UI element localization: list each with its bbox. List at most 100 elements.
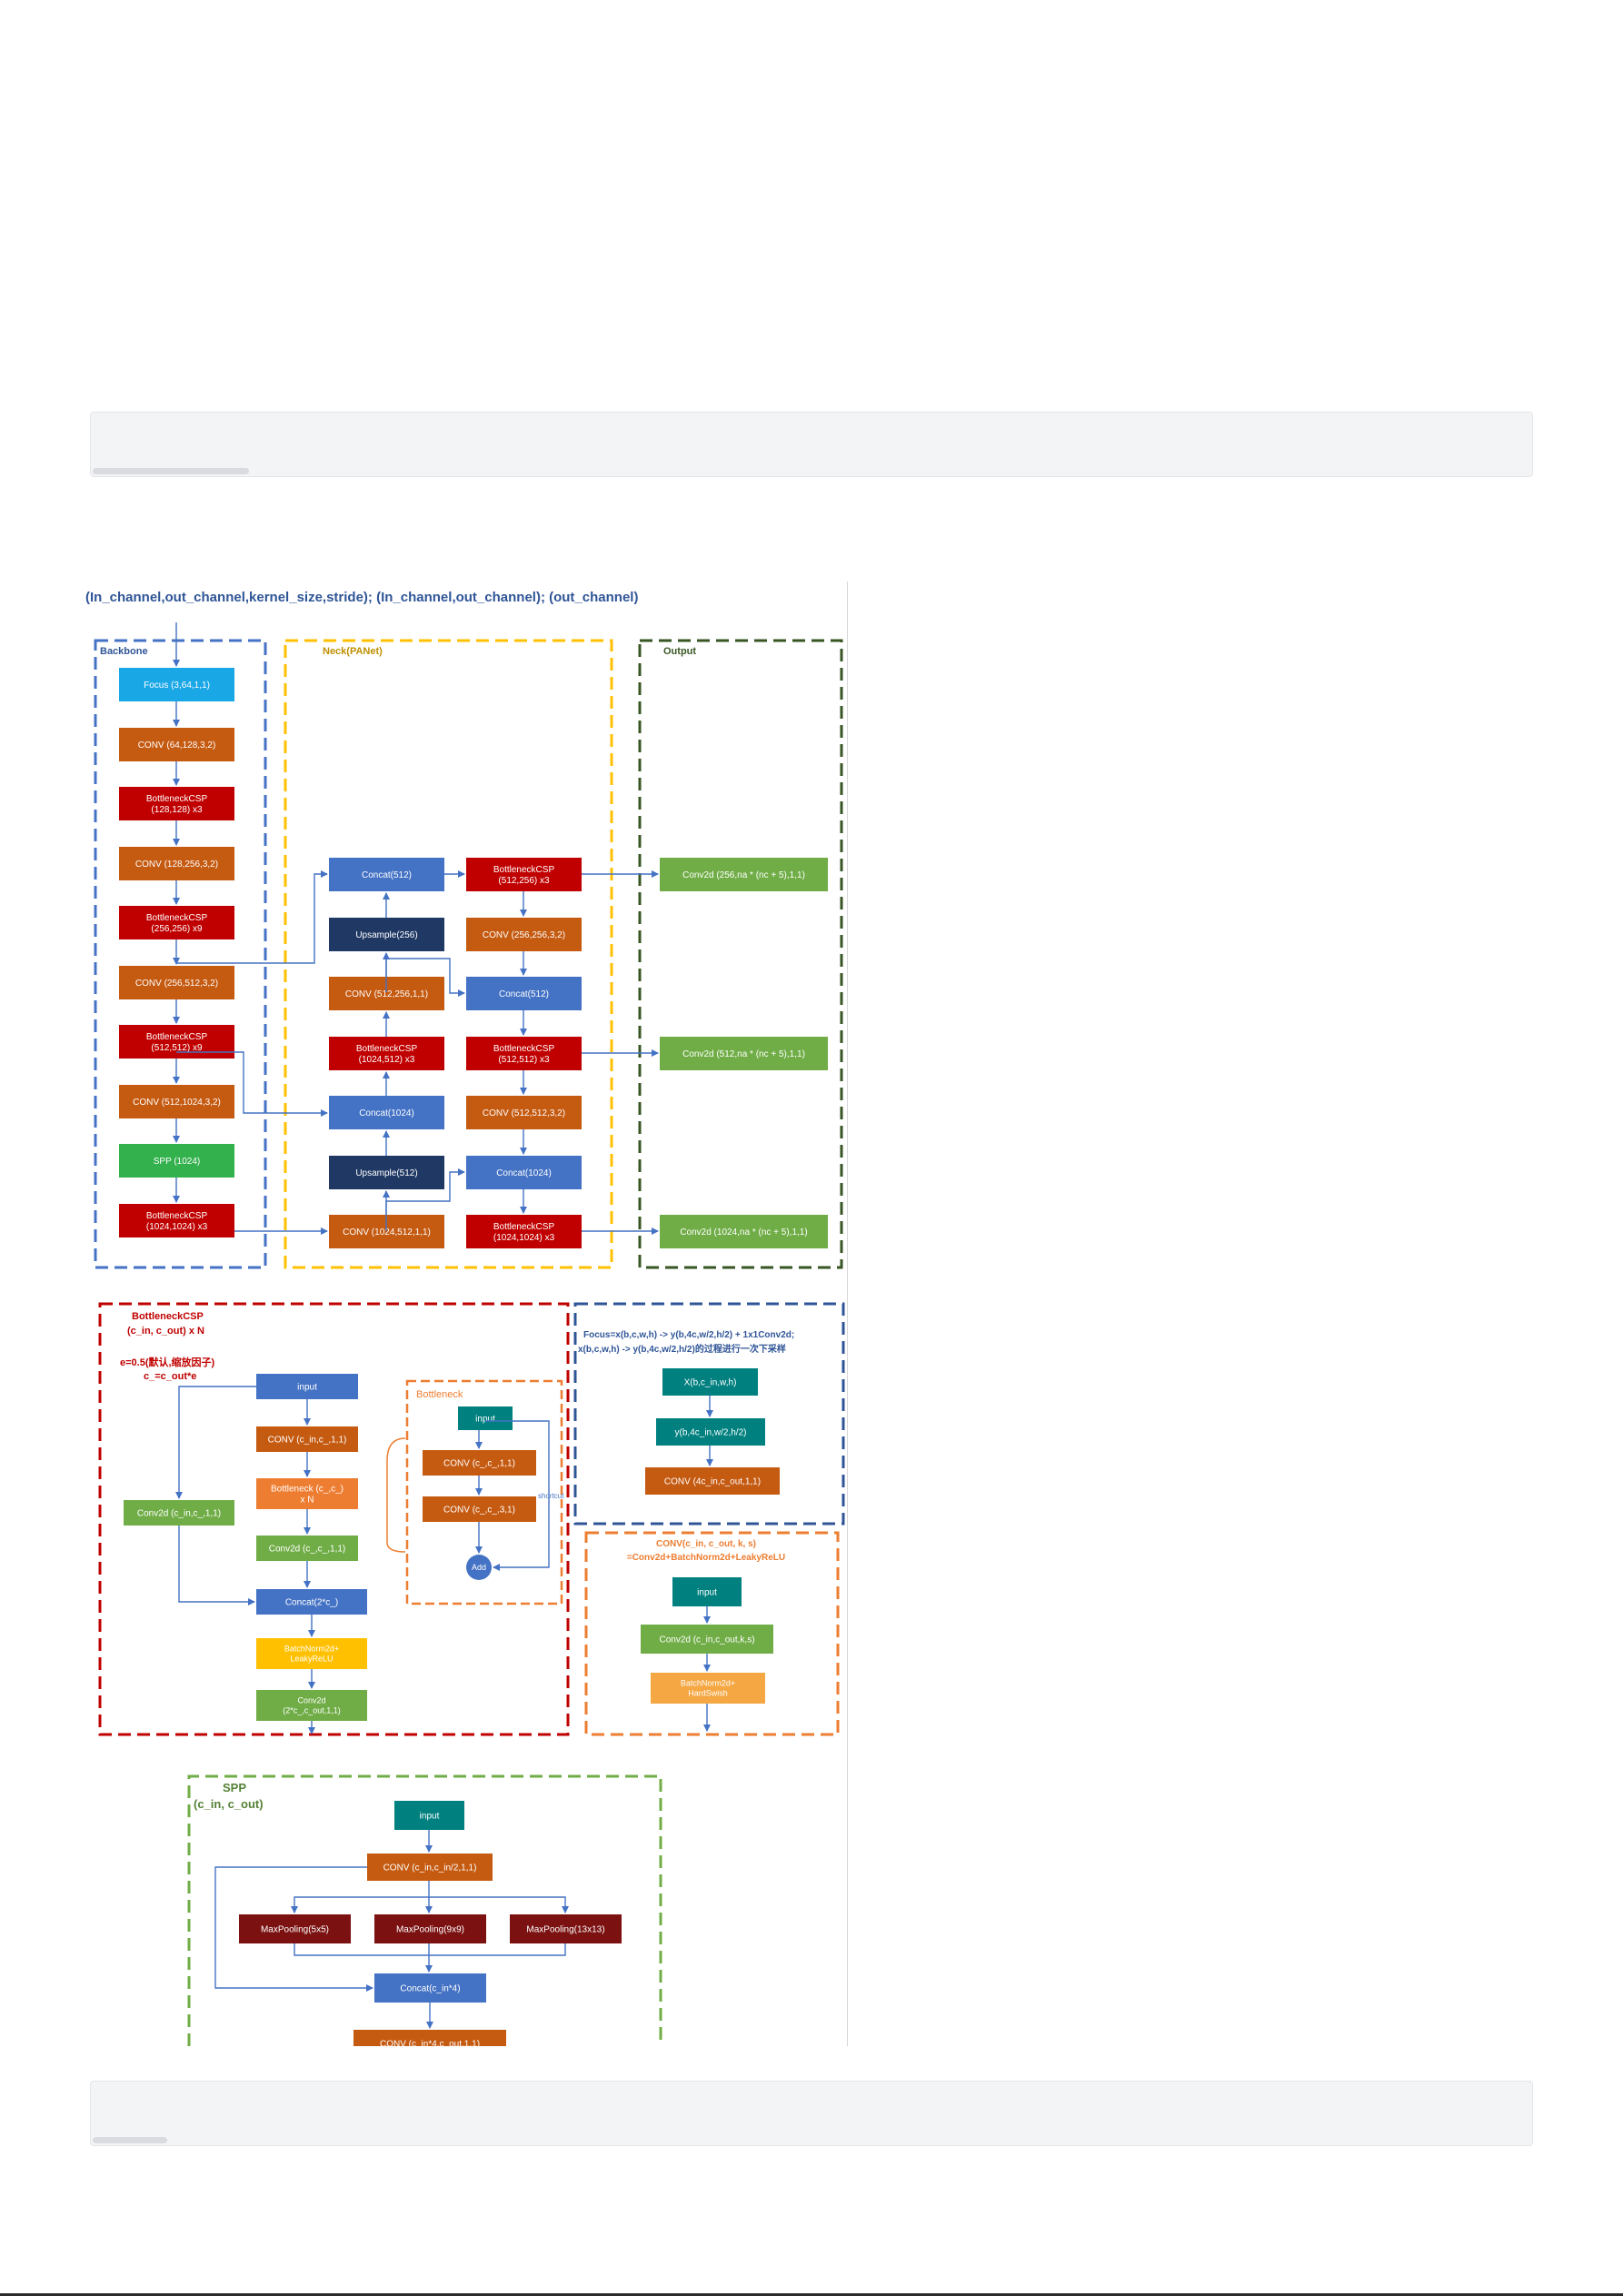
spp-maxpool5-node-label: MaxPooling(5x5) (261, 1925, 329, 1935)
neck-col1-node-6: Upsample(512) (329, 1156, 444, 1189)
backbone-node-3-label: BottleneckCSP (146, 794, 208, 804)
csp-batchnorm-node: BatchNorm2d+LeakyReLU (256, 1638, 367, 1669)
neck-col2-node-4: BottleneckCSP(512,512) x3 (466, 1037, 582, 1070)
output-node-2-label: Conv2d (512,na * (nc + 5),1,1) (682, 1049, 805, 1059)
neck-col2-node-7: BottleneckCSP(1024,1024) x3 (466, 1215, 582, 1248)
spp-maxpool9-node: MaxPooling(9x9) (374, 1914, 486, 1943)
neck-col2-node-1-label: BottleneckCSP (493, 865, 555, 875)
conv-conv2d-node-label: Conv2d (c_in,c_out,k,s) (659, 1635, 754, 1645)
backbone-node-9-label: SPP (1024) (154, 1157, 201, 1167)
neck-col1-node-7-label: CONV (1024,512,1,1) (343, 1228, 431, 1237)
spp-input-node-label: input (420, 1812, 440, 1822)
neck-col2-node-5-label: CONV (512,512,3,2) (483, 1108, 565, 1118)
focus-line2: x(b,c,w,h) -> y(b,4c,w/2,h/2)的过程进行一次下采样 (578, 1343, 786, 1355)
csp-bottleneck-node-label: Bottleneck (c_,c_) (271, 1485, 344, 1495)
focus-conv-node: CONV (4c_in,c_out,1,1) (645, 1467, 780, 1495)
shortcut-label: shortcut (538, 1492, 564, 1500)
neck-col2-node-7-label: (1024,1024) x3 (493, 1233, 555, 1243)
backbone-node-7-label: BottleneckCSP (146, 1032, 208, 1042)
neck-col1-node-6-label: Upsample(512) (355, 1168, 417, 1178)
bottleneck-conv1-node: CONV (c_,c_,1,1) (423, 1450, 536, 1476)
neck-col2-node-3: Concat(512) (466, 977, 582, 1010)
output-node-1-label: Conv2d (256,na * (nc + 5),1,1) (682, 870, 805, 880)
focus-line1: Focus=x(b,c,w,h) -> y(b,4c,w/2,h/2) + 1x… (583, 1330, 794, 1340)
output-title: Output (663, 646, 696, 657)
page-bottom-border (0, 2293, 1623, 2296)
conv-conv2d-node: Conv2d (c_in,c_out,k,s) (641, 1625, 773, 1654)
code-block-top (90, 412, 1533, 477)
neck-col1-node-4: BottleneckCSP(1024,512) x3 (329, 1037, 444, 1070)
csp-subtitle: (c_in, c_out) x N (127, 1326, 204, 1337)
conv-batchnorm-node-label: HardSwish (688, 1689, 728, 1698)
neck-col2-node-4-label: (512,512) x3 (498, 1055, 550, 1065)
neck-col1-node-4-label: BottleneckCSP (356, 1044, 418, 1054)
backbone-node-8: CONV (512,1024,3,2) (119, 1085, 234, 1118)
csp-input-node: input (256, 1374, 358, 1399)
conv-input-node: input (672, 1577, 742, 1606)
backbone-node-6-label: CONV (256,512,3,2) (135, 979, 218, 989)
bottleneck-add-node: Add (466, 1555, 492, 1580)
horizontal-scrollbar-top[interactable] (93, 468, 249, 474)
output-node-3-label: Conv2d (1024,na * (nc + 5),1,1) (680, 1228, 807, 1237)
yolov5-architecture-diagram: (In_channel,out_channel,kernel_size,stri… (85, 590, 845, 2046)
neck-col1-node-1: Concat(512) (329, 858, 444, 891)
signature-text: (In_channel,out_channel,kernel_size,stri… (85, 590, 638, 605)
backbone-title: Backbone (100, 646, 148, 657)
backbone-node-4-label: CONV (128,256,3,2) (135, 860, 218, 870)
neck-col1-node-1-label: Concat(512) (362, 870, 412, 880)
diagram-right-border (847, 581, 848, 2046)
spp-maxpool13-node: MaxPooling(13x13) (510, 1914, 622, 1943)
backbone-node-5: BottleneckCSP(256,256) x9 (119, 906, 234, 939)
focus-conv-node-label: CONV (4c_in,c_out,1,1) (664, 1477, 761, 1487)
bottleneck-conv1-node-label: CONV (c_,c_,1,1) (443, 1459, 515, 1469)
backbone-node-1-label: Focus (3,64,1,1) (144, 681, 210, 691)
backbone-panel: Backbone Focus (3,64,1,1) CONV (64,128,3,… (94, 639, 267, 1269)
spp-maxpool13-node-label: MaxPooling(13x13) (526, 1925, 604, 1935)
csp-note2: c_=c_out*e (144, 1371, 196, 1382)
backbone-node-10: BottleneckCSP(1024,1024) x3 (119, 1204, 234, 1237)
csp-conv2d-out-node-label: (2*c_,c_out,1,1) (283, 1706, 341, 1715)
csp-concat-node-label: Concat(2*c_) (285, 1598, 338, 1608)
neck-col1-node-2-label: Upsample(256) (355, 930, 417, 940)
csp-note1: e=0.5(默认,缩放因子) (120, 1356, 215, 1368)
neck-col1-node-5: Concat(1024) (329, 1096, 444, 1129)
neck-col2-node-6-label: Concat(1024) (496, 1168, 552, 1178)
neck-col1-node-2: Upsample(256) (329, 918, 444, 951)
csp-conv2d-out-node: Conv2d(2*c_,c_out,1,1) (256, 1690, 367, 1721)
spp-conv1-node-label: CONV (c_in,c_in/2,1,1) (383, 1864, 477, 1874)
spp-maxpool9-node-label: MaxPooling(9x9) (396, 1925, 464, 1935)
backbone-node-1: Focus (3,64,1,1) (119, 668, 234, 701)
backbone-node-10-label: (1024,1024) x3 (146, 1222, 208, 1232)
connector-arrows (173, 622, 713, 2029)
output-node-1: Conv2d (256,na * (nc + 5),1,1) (660, 858, 828, 891)
spp-subtitle: (c_in, c_out) (194, 1797, 264, 1811)
neck-panel: Neck(PANet) Concat(512) Upsample(256) CONV… (284, 639, 613, 1269)
focus-x-node: X(b,c_in,w,h) (662, 1368, 758, 1396)
neck-title: Neck(PANet) (323, 646, 383, 657)
csp-input-node-label: input (297, 1383, 317, 1393)
spp-conv2-node-label: CONV (c_in*4,c_out,1,1) (380, 2040, 480, 2046)
csp-title: BottleneckCSP (132, 1311, 204, 1322)
backbone-node-3-label: (128,128) x3 (151, 805, 203, 815)
csp-conv1-node: CONV (c_in,c_,1,1) (256, 1426, 358, 1452)
backbone-node-5-label: (256,256) x9 (151, 924, 203, 934)
conv-title1: CONV(c_in, c_out, k, s) (656, 1539, 756, 1549)
spp-concat-node-label: Concat(c_in*4) (400, 1984, 460, 1994)
spp-concat-node: Concat(c_in*4) (374, 1973, 486, 2003)
csp-batchnorm-node-label: BatchNorm2d+ (284, 1645, 339, 1654)
neck-col2-node-6: Concat(1024) (466, 1156, 582, 1189)
csp-brace (386, 1437, 406, 1553)
csp-conv2d-node: Conv2d (c_,c_,1,1) (256, 1536, 358, 1561)
bottleneck-title: Bottleneck (416, 1389, 463, 1400)
backbone-node-3: BottleneckCSP(128,128) x3 (119, 787, 234, 820)
csp-conv2d-side-node: Conv2d (c_in,c_,1,1) (124, 1500, 234, 1526)
conv-batchnorm-node-label: BatchNorm2d+ (681, 1679, 735, 1688)
conv-panel: CONV(c_in, c_out, k, s) =Conv2d+BatchNor… (584, 1531, 840, 1736)
csp-bottleneck-node: Bottleneck (c_,c_)x N (256, 1478, 358, 1509)
horizontal-scrollbar-bottom[interactable] (93, 2137, 167, 2143)
csp-conv1-node-label: CONV (c_in,c_,1,1) (268, 1436, 347, 1446)
csp-conv2d-side-node-label: Conv2d (c_in,c_,1,1) (137, 1509, 221, 1519)
bottleneck-add-node-label: Add (472, 1563, 486, 1572)
backbone-node-2: CONV (64,128,3,2) (119, 728, 234, 761)
